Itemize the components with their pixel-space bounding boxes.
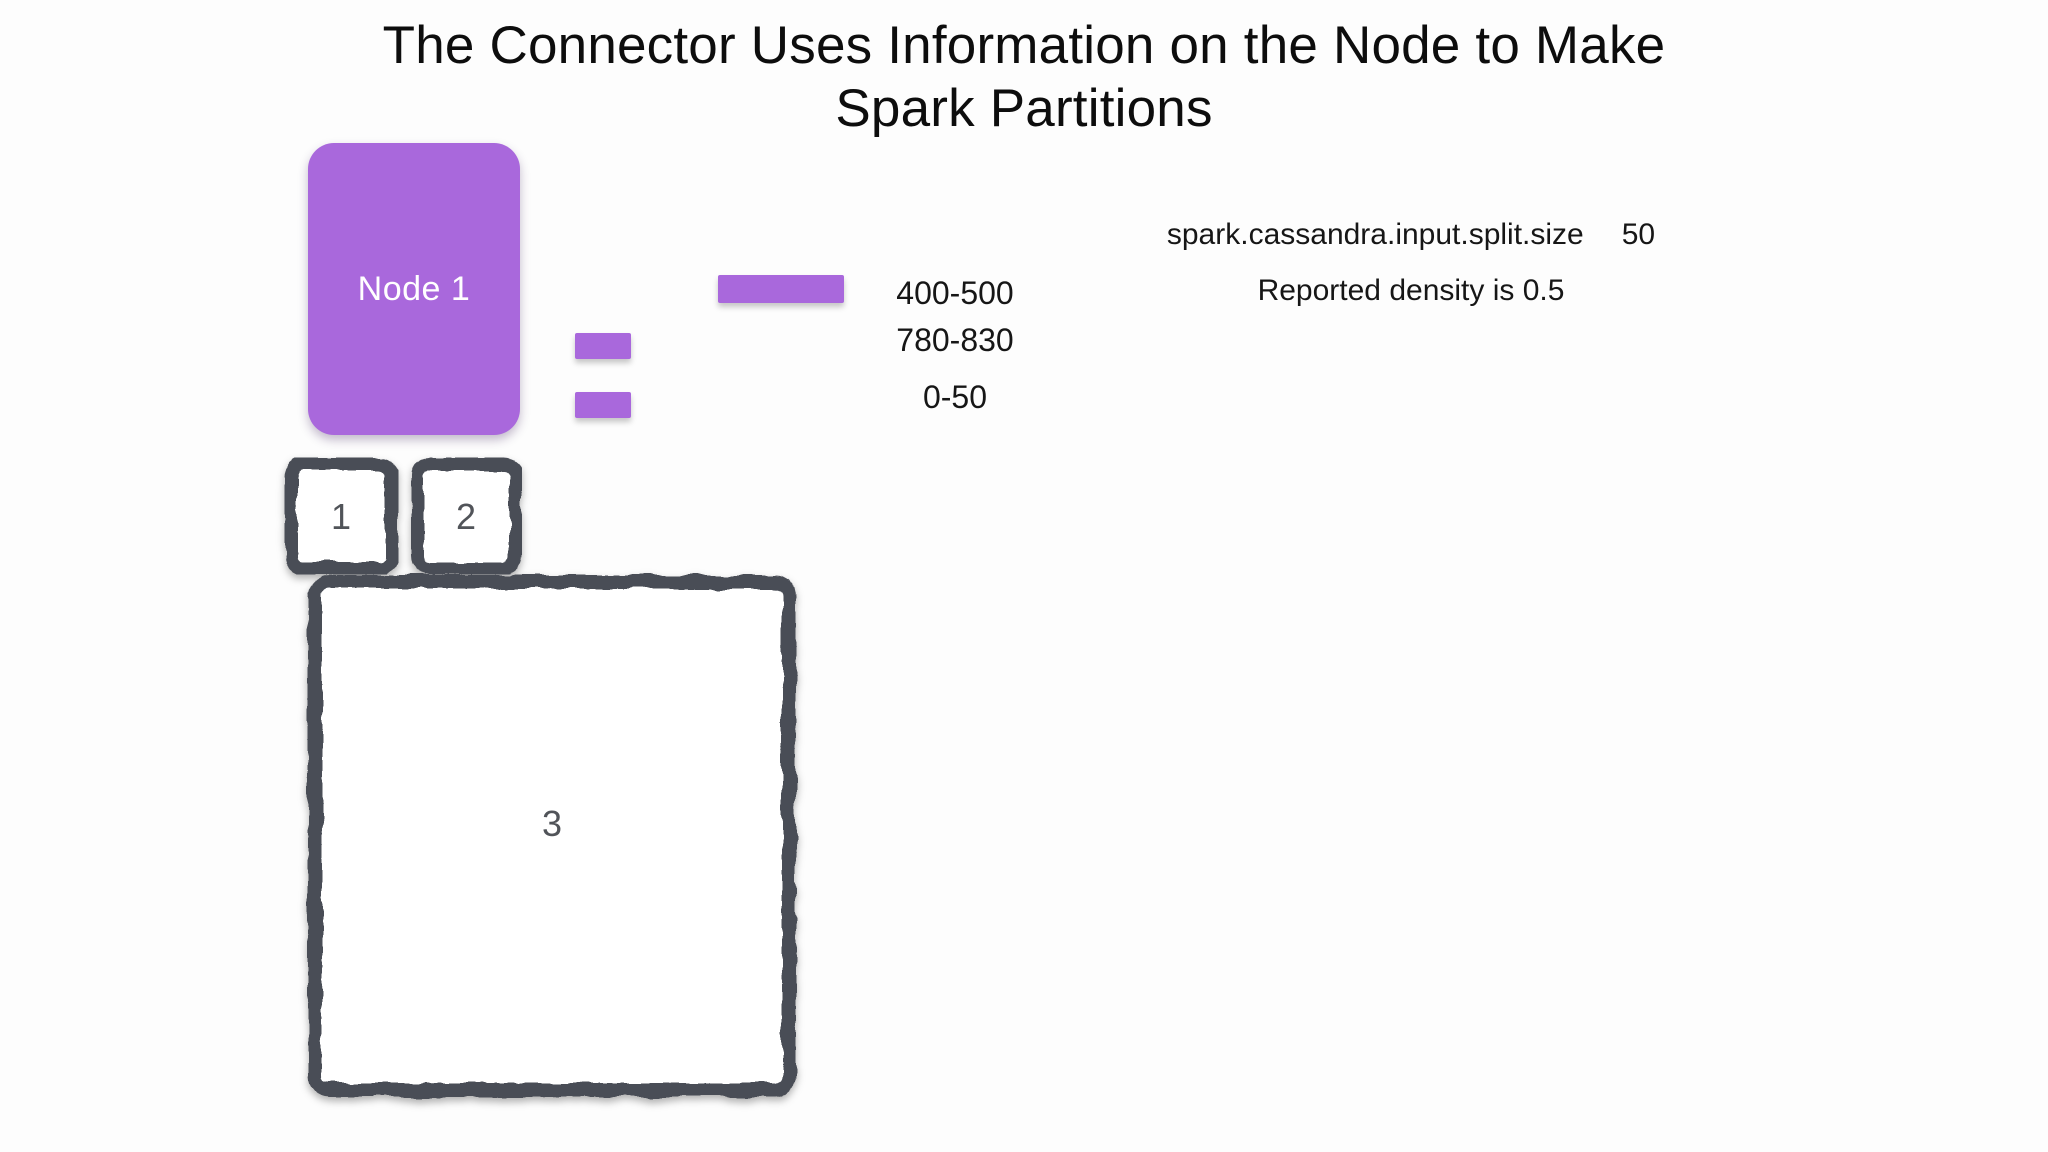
slide-title-line2: Spark Partitions (835, 79, 1213, 138)
token-range-bar-400-500 (718, 275, 844, 303)
node-label: Node 1 (357, 269, 471, 308)
partition-box-3-outline (308, 575, 796, 1097)
split-size-value: 50 (1621, 218, 1656, 251)
split-size-label: spark.cassandra.input.split.size (1166, 218, 1584, 251)
partition-number: 1 (330, 496, 352, 537)
token-range-label: 400-500 (896, 275, 1014, 311)
split-size-setting: spark.cassandra.input.split.size 50 (1111, 215, 1711, 255)
partition-number: 3 (541, 803, 563, 844)
partition-box-1-outline (284, 457, 399, 575)
density-text: Reported density is 0.5 (1257, 274, 1565, 307)
partition-number: 2 (455, 496, 477, 537)
node-box: Node 1 (308, 143, 520, 435)
slide-title-line1: The Connector Uses Information on the No… (382, 16, 1666, 75)
token-range-bar-780-830 (575, 333, 631, 359)
token-range-label: 780-830 (896, 322, 1014, 358)
partition-box-2-outline (410, 457, 523, 575)
config-text-block: spark.cassandra.input.split.size 50 Repor… (1111, 215, 1711, 311)
slide-title: The Connector Uses Information on the No… (0, 14, 2048, 140)
token-range-bar-0-50 (575, 392, 631, 418)
token-range-label: 0-50 (922, 379, 988, 415)
